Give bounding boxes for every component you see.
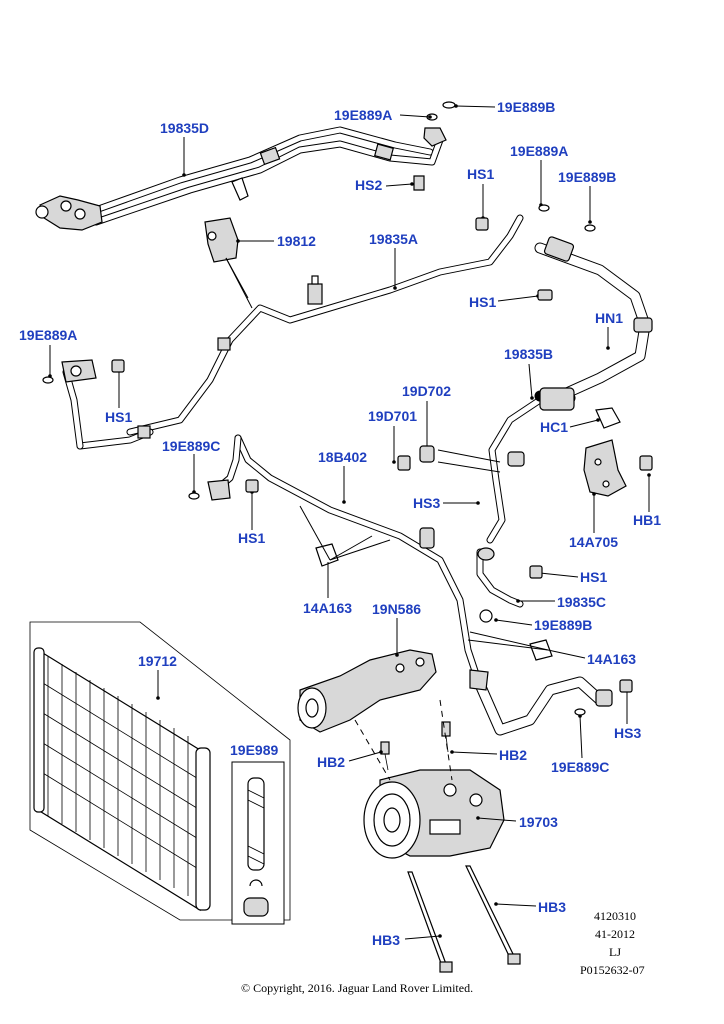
copyright-notice: © Copyright, 2016. Jaguar Land Rover Lim… (241, 981, 473, 995)
pipe-19835B (486, 236, 653, 544)
code-41-2012: 41-2012 (595, 927, 635, 941)
label-18B402: 18B402 (318, 449, 367, 465)
label-HB1: HB1 (633, 512, 661, 528)
label-HS1-d: HS1 (238, 530, 265, 546)
label-19703: 19703 (519, 814, 558, 830)
label-HS1-a: HS1 (467, 166, 494, 182)
label-HB3-a: HB3 (538, 899, 566, 915)
compressor-bracket-19N586 (297, 649, 437, 733)
label-14A163-a: 14A163 (303, 600, 352, 616)
label-19812: 19812 (277, 233, 316, 249)
label-19E889B-b: 19E889B (534, 617, 592, 633)
label-19E889C-b: 19E889C (551, 759, 609, 775)
label-19N586: 19N586 (372, 601, 421, 617)
compressor-19703 (363, 769, 505, 859)
pipe-19835A (61, 214, 524, 450)
label-19712: 19712 (138, 653, 177, 669)
drawing-codes: 4120310 41-2012 LJ P0152632-07 (580, 909, 645, 977)
label-HS1-c: HS1 (105, 409, 132, 425)
label-HN1: HN1 (595, 310, 623, 326)
pipe-18B402 (207, 434, 613, 736)
label-19E889B-top: 19E889B (497, 99, 555, 115)
label-19E889B-right: 19E889B (558, 169, 616, 185)
label-HS3-a: HS3 (413, 495, 440, 511)
label-19E889A-top: 19E889A (334, 107, 392, 123)
label-HS3-b: HS3 (614, 725, 641, 741)
bolts-HB2 (354, 699, 453, 781)
bracket-14A705 (583, 407, 627, 497)
label-14A705: 14A705 (569, 534, 618, 550)
label-19835D: 19835D (160, 120, 209, 136)
label-HS1-e: HS1 (580, 569, 607, 585)
label-HS1-b: HS1 (469, 294, 496, 310)
code-LJ: LJ (609, 945, 621, 959)
label-HB2-b: HB2 (499, 747, 527, 763)
label-19E889C-a: 19E889C (162, 438, 220, 454)
label-HS2: HS2 (355, 177, 382, 193)
pipe-19835D (35, 126, 447, 231)
label-19D701: 19D701 (368, 408, 417, 424)
bolts-HB3 (407, 865, 521, 973)
condenser-fins (37, 656, 201, 896)
filter-box-19E989 (231, 761, 285, 925)
label-HB2-a: HB2 (317, 754, 345, 770)
code-P0152632-07: P0152632-07 (580, 963, 645, 977)
label-19E889A-left: 19E889A (19, 327, 77, 343)
label-19835C: 19835C (557, 594, 606, 610)
condenser-19712 (29, 621, 291, 921)
label-19E889A-right: 19E889A (510, 143, 568, 159)
label-HC1: HC1 (540, 419, 568, 435)
pipe-19835C (476, 547, 524, 623)
label-19835A: 19835A (369, 231, 418, 247)
label-19E989: 19E989 (230, 742, 278, 758)
label-19D702: 19D702 (402, 383, 451, 399)
label-14A163-b: 14A163 (587, 651, 636, 667)
callout-labels: 19835D 19E889A 19E889B HS2 HS1 19E889A 1… (19, 99, 661, 948)
code-4120310: 4120310 (594, 909, 636, 923)
screws-HS (42, 204, 653, 716)
label-19835B: 19835B (504, 346, 553, 362)
label-HB3-b: HB3 (372, 932, 400, 948)
